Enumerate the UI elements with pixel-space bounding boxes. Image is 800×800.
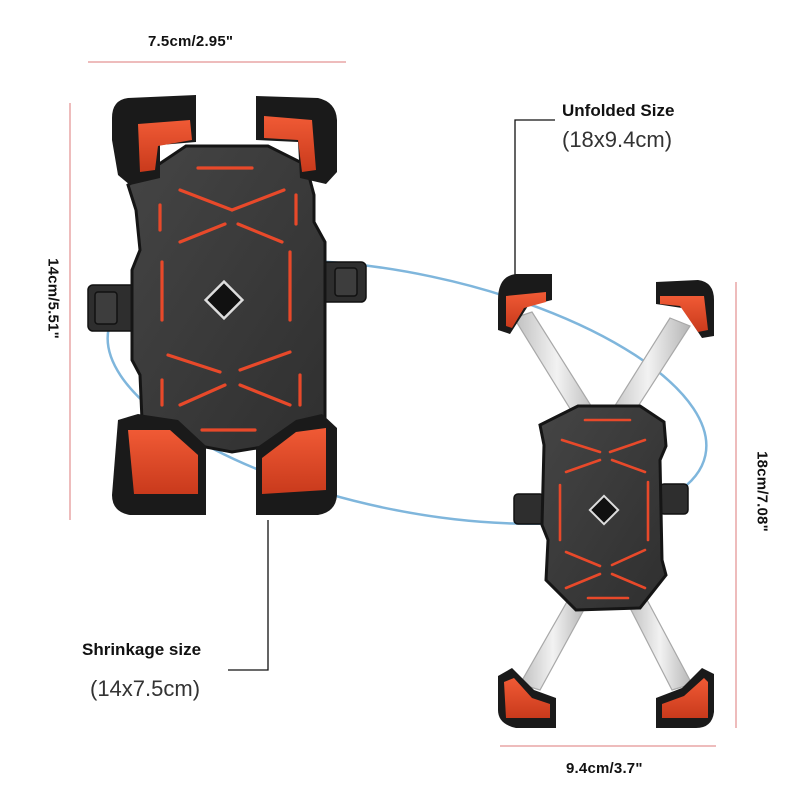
unfolded-side-tabs [513,483,689,525]
unfolded-size-value: (18x9.4cm) [562,127,673,152]
folded-corner-grips [112,95,337,515]
unfolded-leader [514,119,555,282]
callout-leaders [228,119,555,671]
shrinkage-leader [228,520,269,671]
folded-diamond-icon [203,279,245,321]
unfolded-extension-arms [513,311,693,691]
folded-width-label: 7.5cm/2.95" [148,33,234,50]
unfolded-corner-grips [498,274,714,728]
unfolded-width-label: 9.4cm/3.7" [566,760,643,777]
unfolded-diamond-icon [588,494,620,526]
unfolded-holder [498,274,714,728]
folded-height-label: 14cm/5.51" [44,258,62,339]
shrinkage-size-value: (14x7.5cm) [90,676,201,701]
unfolded-height-label: 18cm/7.08" [753,451,771,532]
folded-stripes [158,166,302,432]
unfolded-stripes [558,418,650,600]
dimension-lines [69,61,737,747]
shrinkage-size-title: Shrinkage size [82,640,202,659]
unfolded-size-title: Unfolded Size [562,101,675,120]
folded-holder [87,95,367,515]
